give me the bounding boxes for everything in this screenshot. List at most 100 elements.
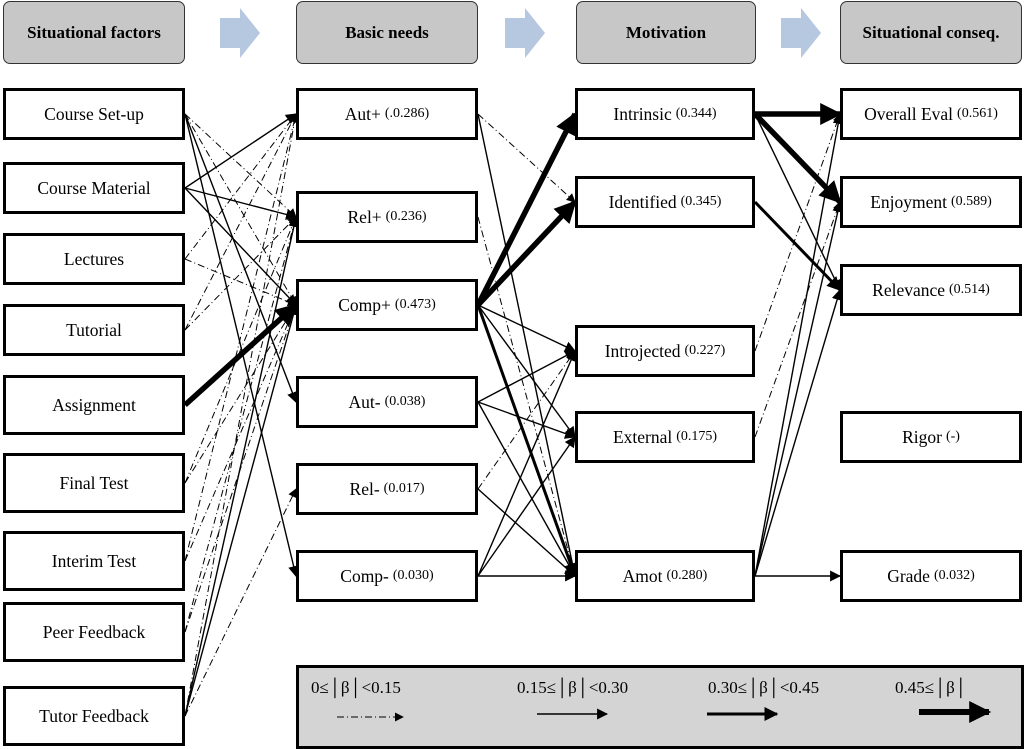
path-arrow-external-to-enjoyment	[754, 201, 842, 438]
node-amot: Amot(0.280)	[575, 550, 755, 602]
node-value: (0.561)	[957, 106, 998, 121]
node-lectures: Lectures	[3, 233, 185, 285]
path-arrow-tutorial-to-aut-plus	[184, 113, 297, 331]
node-external: External(0.175)	[575, 411, 755, 463]
node-value: (0.032)	[933, 568, 975, 583]
path-arrow-aut-plus-to-identified	[477, 113, 576, 203]
path-arrow-lectures-to-comp-plus	[184, 258, 297, 307]
node-intrinsic: Intrinsic(0.344)	[575, 88, 755, 140]
node-value: (0.589)	[950, 194, 992, 209]
node-identified: Identified(0.345)	[575, 176, 755, 228]
node-course-material: Course Material	[3, 162, 185, 214]
node-grade: Grade(0.032)	[840, 550, 1022, 602]
path-arrow-assignment-to-comp-plus	[183, 302, 298, 408]
node-comp-minus: Comp-(0.030)	[296, 550, 478, 602]
node-label: Amot	[622, 565, 663, 586]
node-label: Comp-	[340, 565, 389, 586]
node-value: (0.280)	[666, 568, 708, 583]
legend-arrows	[337, 701, 992, 723]
block-arrow-icon	[781, 8, 821, 58]
path-arrow-rel-minus-to-introjected	[477, 350, 576, 490]
node-enjoyment: Enjoyment(0.589)	[840, 176, 1022, 228]
node-label: Aut-	[348, 391, 381, 412]
header-motivation: Motivation	[576, 1, 756, 64]
node-label: Tutorial	[66, 319, 122, 340]
header-situational-consequences: Situational conseq.	[840, 1, 1022, 64]
path-arrow-interim-test-to-comp-plus	[184, 304, 297, 562]
path-arrow-tutor-feedback-to-rel-plus	[184, 215, 300, 717]
node-label: Grade	[887, 565, 930, 586]
node-value: (0.236)	[385, 209, 427, 224]
node-label: Relevance	[872, 279, 946, 300]
node-final-test: Final Test	[3, 453, 185, 513]
path-arrow-aut-minus-to-amot	[477, 401, 576, 577]
node-value: (0.175)	[676, 429, 718, 444]
block-arrow-icon	[220, 8, 260, 58]
path-arrow-tutorial-to-rel-plus	[184, 216, 297, 331]
node-interim-test: Interim Test	[3, 531, 185, 591]
path-arrow-course-setup-to-comp-minus	[184, 113, 300, 578]
path-arrow-final-test-to-rel-plus	[184, 216, 298, 484]
block-arrow-icon	[505, 8, 545, 58]
node-label: External	[612, 426, 673, 447]
node-aut-plus: Aut+(.0.286)	[296, 88, 478, 140]
node-value: (0.030)	[392, 568, 434, 583]
path-arrow-intrinsic-to-enjoyment	[753, 112, 842, 204]
path-arrow-identified-to-relevance	[753, 200, 842, 292]
path-arrow-interim-test-to-aut-plus	[184, 113, 299, 562]
path-arrow-amot-to-enjoyment	[754, 200, 844, 577]
path-arrow-comp-plus-to-external	[477, 304, 576, 438]
node-label: Overall Eval	[864, 103, 954, 124]
node-label: Course Set-up	[44, 103, 144, 124]
header-basic-needs: Basic needs	[296, 1, 478, 64]
node-aut-minus: Aut-(0.038)	[296, 376, 478, 428]
node-course-setup: Course Set-up	[3, 88, 185, 140]
path-arrow-tutor-feedback-to-rel-minus	[184, 488, 297, 717]
path-arrow-amot-to-overall-eval	[754, 112, 844, 577]
path-arrow-final-test-to-comp-plus	[184, 304, 297, 484]
path-arrow-aut-plus-to-amot	[477, 113, 579, 578]
node-rel-minus: Rel-(0.017)	[296, 463, 478, 515]
node-peer-feedback: Peer Feedback	[3, 602, 185, 662]
node-overall-eval: Overall Eval(0.561)	[840, 88, 1022, 140]
node-value: (-)	[945, 429, 960, 444]
node-label: Peer Feedback	[42, 621, 146, 642]
node-tutor-feedback: Tutor Feedback	[3, 686, 185, 746]
path-arrow-comp-plus-to-intrinsic	[475, 112, 578, 307]
node-value: (0.514)	[949, 282, 990, 297]
node-label: Final Test	[59, 472, 129, 493]
path-arrow-course-setup-to-comp-plus	[184, 113, 297, 306]
path-arrow-rel-minus-to-amot	[477, 488, 576, 577]
node-comp-plus: Comp+(0.473)	[296, 279, 478, 331]
path-arrow-amot-to-relevance	[754, 288, 843, 577]
node-relevance: Relevance(0.514)	[840, 264, 1022, 316]
node-introjected: Introjected(0.227)	[575, 325, 755, 377]
node-value: (0.038)	[384, 394, 426, 409]
path-arrow-introjected-to-overall-eval	[754, 113, 842, 352]
node-tutorial: Tutorial	[3, 304, 185, 356]
node-value: (0.345)	[680, 194, 722, 209]
legend-label-strong: 0.30≤│β│<0.45	[708, 678, 820, 697]
legend-label-moderate: 0.15≤│β│<0.30	[517, 678, 629, 697]
path-arrow-comp-plus-to-amot	[476, 304, 578, 578]
node-assignment: Assignment	[3, 375, 185, 435]
node-label: Assignment	[52, 394, 136, 415]
path-arrow-peer-feedback-to-rel-plus	[184, 216, 299, 633]
node-label: Enjoyment	[870, 191, 947, 212]
legend: 0≤│β│<0.15 0.15≤│β│<0.30 0.30≤│β│<0.45 0…	[296, 665, 1024, 749]
node-label: Rel-	[349, 478, 380, 499]
node-label: Introjected	[604, 340, 681, 361]
path-arrow-course-setup-to-aut-minus	[184, 113, 298, 404]
path-arrow-comp-minus-to-introjected	[477, 349, 577, 577]
path-arrow-lectures-to-aut-plus	[184, 113, 297, 260]
path-arrow-course-material-to-comp-plus	[184, 187, 297, 306]
node-label: Aut+	[344, 103, 381, 124]
path-arrow-comp-plus-to-identified	[475, 200, 578, 307]
path-arrow-comp-plus-to-introjected	[477, 304, 576, 352]
path-arrow-aut-minus-to-introjected	[477, 350, 576, 403]
path-arrow-course-material-to-rel-plus	[184, 187, 298, 220]
node-rel-plus: Rel+(0.236)	[296, 191, 478, 243]
legend-label-very-strong: 0.45≤│β│	[895, 678, 967, 697]
node-label: Comp+	[338, 294, 391, 315]
node-label: Course Material	[37, 177, 151, 198]
